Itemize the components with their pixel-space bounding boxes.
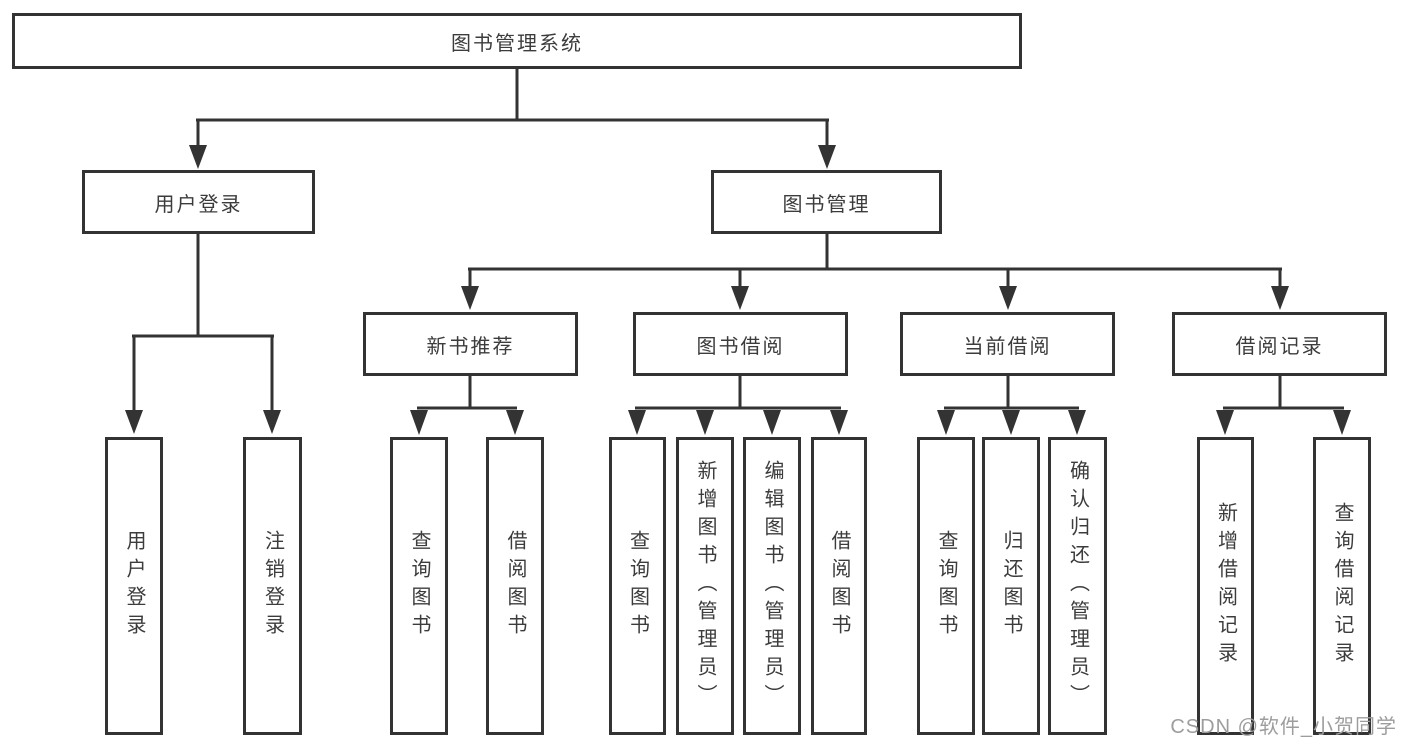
node-label: 新增借阅记录 <box>1214 502 1237 670</box>
node-label: 新书推荐 <box>426 335 515 358</box>
node-label: 借阅图书 <box>504 530 526 642</box>
node-label: 查询图书 <box>408 530 430 642</box>
leaf-logout: 注销登录 <box>243 437 302 735</box>
node-label: 确认归还（管理员） <box>1066 460 1089 712</box>
node-label: 图书管理系统 <box>451 32 583 55</box>
node-borrowing-records: 借阅记录 <box>1172 312 1387 376</box>
leaf-query-borrow-record: 查询借阅记录 <box>1313 437 1371 735</box>
node-label: 查询图书 <box>935 530 957 642</box>
node-label: 查询图书 <box>626 530 649 642</box>
node-label: 图书管理 <box>782 193 871 216</box>
leaf-return-books: 归还图书 <box>982 437 1040 735</box>
node-label: 归还图书 <box>1000 530 1022 642</box>
connector-user-login-to-leaves <box>125 234 281 434</box>
node-label: 编辑图书（管理员） <box>761 460 783 712</box>
connector-root-to-branches <box>189 69 836 169</box>
node-label: 注销登录 <box>261 530 284 642</box>
leaf-borrow-books-borrowing: 借阅图书 <box>811 437 867 735</box>
node-label: 图书借阅 <box>696 335 785 358</box>
node-book-management: 图书管理 <box>711 170 942 234</box>
connector-borrowing-records-to-leaves <box>1216 376 1351 435</box>
leaf-query-books-borrowing: 查询图书 <box>609 437 666 735</box>
node-label: 借阅图书 <box>828 530 850 642</box>
leaf-borrow-books-recommend: 借阅图书 <box>486 437 544 735</box>
leaf-query-books-recommend: 查询图书 <box>390 437 448 735</box>
csdn-watermark: CSDN @软件_小贺同学 <box>1170 716 1397 738</box>
leaf-user-login: 用户登录 <box>105 437 163 735</box>
node-new-book-recommend: 新书推荐 <box>363 312 578 376</box>
connector-new-book-recommend-to-leaves <box>410 376 524 435</box>
leaf-confirm-return-admin: 确认归还（管理员） <box>1048 437 1107 735</box>
node-label: 借阅记录 <box>1235 335 1324 358</box>
connector-book-management-to-sections <box>461 234 1289 310</box>
connector-current-borrowing-to-leaves <box>937 376 1086 435</box>
node-label: 当前借阅 <box>963 335 1052 358</box>
leaf-add-book-admin: 新增图书（管理员） <box>676 437 734 735</box>
node-current-borrowing: 当前借阅 <box>900 312 1115 376</box>
node-user-login: 用户登录 <box>82 170 315 234</box>
connector-book-borrowing-to-leaves <box>628 376 848 435</box>
node-label: 查询借阅记录 <box>1331 502 1353 670</box>
leaf-add-borrow-record: 新增借阅记录 <box>1197 437 1254 735</box>
node-label: 用户登录 <box>123 530 145 642</box>
node-library-management-system: 图书管理系统 <box>12 13 1022 69</box>
leaf-query-books-current: 查询图书 <box>917 437 975 735</box>
node-book-borrowing: 图书借阅 <box>633 312 848 376</box>
node-label: 新增图书（管理员） <box>694 460 716 712</box>
leaf-edit-book-admin: 编辑图书（管理员） <box>743 437 801 735</box>
node-label: 用户登录 <box>154 193 243 216</box>
